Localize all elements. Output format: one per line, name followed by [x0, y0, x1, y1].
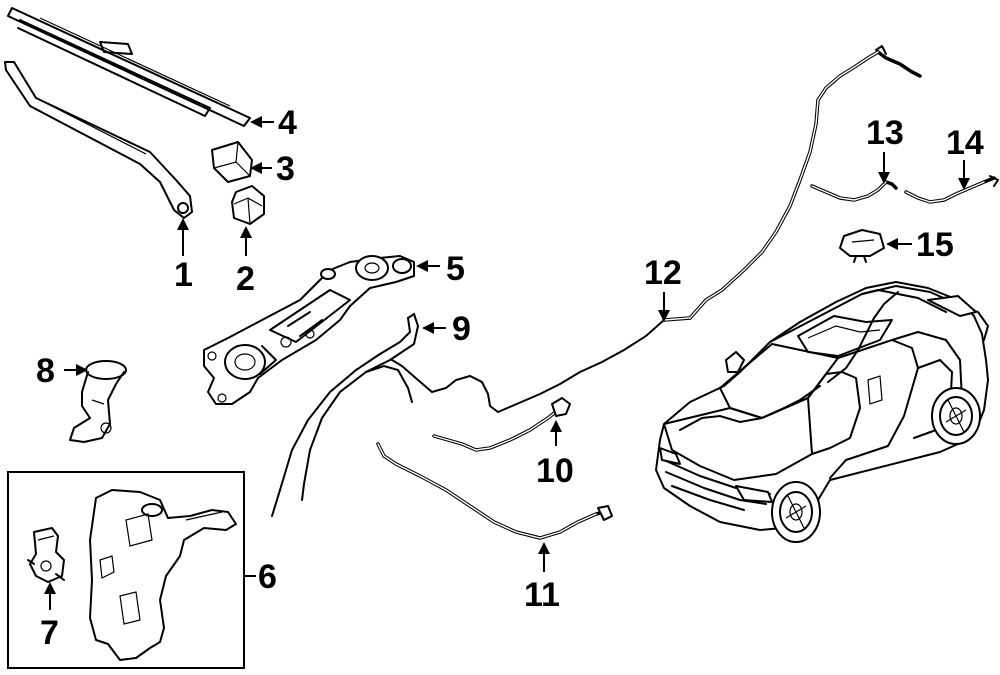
callout-14: 14 — [946, 124, 984, 162]
washer-pump-part[interactable] — [27, 527, 65, 583]
callout-15: 15 — [916, 226, 954, 264]
wiper-nut-part[interactable] — [231, 185, 265, 225]
wiper-cap-part[interactable] — [211, 141, 253, 183]
leader-lines — [44, 116, 970, 610]
callout-4: 4 — [278, 104, 297, 142]
callout-11: 11 — [524, 576, 560, 614]
callout-13: 13 — [866, 114, 904, 152]
callout-9: 9 — [452, 310, 471, 348]
washer-reservoir-part[interactable] — [89, 489, 237, 661]
washer-hose-lower-part[interactable] — [376, 442, 613, 540]
rear-washer-hose-part[interactable] — [662, 45, 922, 322]
vehicle-illustration — [655, 281, 989, 543]
wiper-blade-part[interactable] — [7, 7, 251, 127]
callout-3: 3 — [276, 150, 295, 188]
callout-2: 2 — [236, 260, 255, 298]
callout-6: 6 — [258, 558, 277, 596]
callout-12: 12 — [644, 254, 682, 292]
callout-7: 7 — [40, 614, 59, 652]
reservoir-group-box — [7, 471, 245, 669]
callout-8: 8 — [36, 352, 55, 390]
washer-hose-13-part[interactable] — [810, 179, 898, 202]
wiper-arm-part[interactable] — [4, 61, 193, 219]
washer-hose-nozzle-part[interactable] — [432, 397, 571, 452]
callout-1: 1 — [174, 256, 193, 294]
washer-hose-part[interactable] — [271, 312, 665, 517]
callout-10: 10 — [536, 452, 574, 490]
rear-nozzle-part[interactable] — [839, 229, 885, 263]
callout-5: 5 — [446, 250, 465, 288]
wiper-motor-linkage-part[interactable] — [203, 255, 415, 405]
washer-hose-14-part[interactable] — [904, 175, 999, 204]
filler-neck-part[interactable] — [69, 360, 127, 443]
